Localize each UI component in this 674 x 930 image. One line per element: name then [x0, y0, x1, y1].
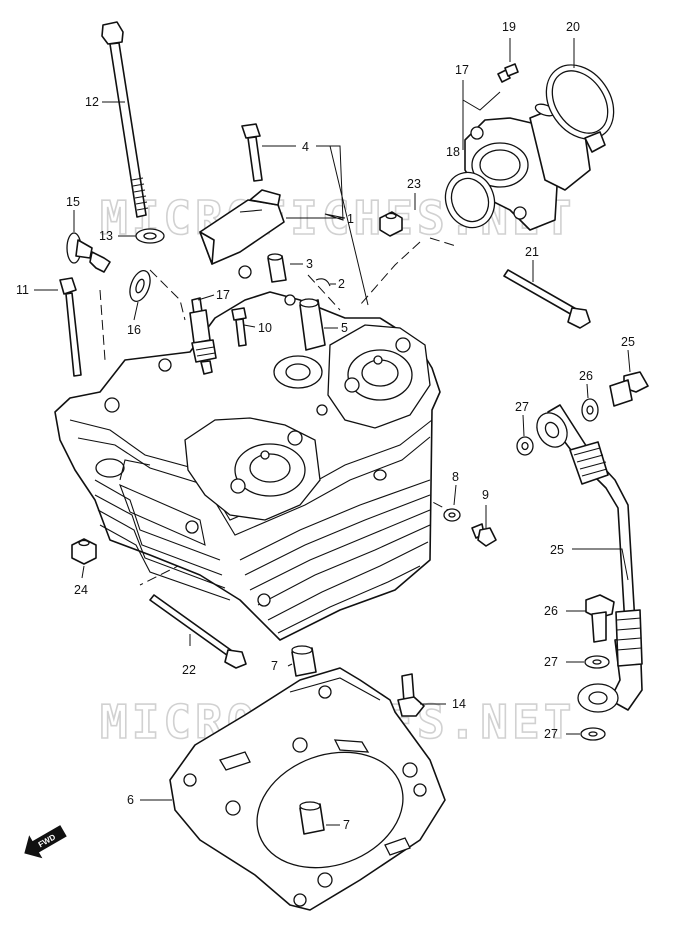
head-gasket-6	[169, 667, 446, 911]
bolt-11	[59, 277, 82, 377]
bolt-10	[231, 307, 247, 347]
fwd-arrow-icon: FWD	[24, 825, 67, 859]
washer-13	[135, 228, 165, 244]
callout-13: 13	[99, 229, 113, 243]
cam-cap-1	[199, 189, 285, 265]
callout-9-label: 9	[482, 488, 489, 502]
callout-23: 22	[182, 663, 196, 677]
callout-labels: 12 13 15 11 16 17 10 4 1 3 2 5 23 17 18 …	[16, 20, 635, 832]
callout-20: 19	[502, 20, 516, 34]
callout-16: 16	[127, 323, 141, 337]
stud-bolt-12	[101, 21, 149, 218]
callout-27-b: 27	[515, 400, 529, 414]
callout-21: 20	[566, 20, 580, 34]
bolt-23	[149, 594, 247, 669]
dowel-pin-3	[267, 253, 287, 283]
callout-6: 6	[127, 793, 134, 807]
callout-18: 17	[455, 63, 469, 77]
bolt-4	[241, 123, 263, 182]
washer-27-c	[584, 655, 610, 669]
callout-11: 11	[16, 283, 29, 297]
sleeve-5	[299, 298, 326, 351]
washer-27-d	[580, 727, 606, 741]
screw-20	[497, 63, 519, 83]
union-bolt-26-bottom	[585, 594, 615, 643]
callout-1: 1	[347, 212, 354, 226]
callout-17: 17	[216, 288, 230, 302]
bolt-9	[471, 523, 497, 547]
callout-12: 12	[85, 95, 99, 109]
plug-bolt-15	[66, 232, 111, 273]
callout-22: 21	[525, 245, 539, 259]
callout-2: 2	[338, 277, 345, 291]
oil-pipe-25	[536, 404, 643, 713]
callout-25-label: 25	[550, 543, 564, 557]
callout-14: 14	[452, 697, 466, 711]
washer-8	[443, 508, 461, 522]
clamp-21	[545, 64, 615, 153]
callout-8-label: 8	[452, 470, 459, 484]
callout-27-d: 27	[544, 727, 558, 741]
washer-27-b	[516, 436, 534, 456]
callout-5: 5	[341, 321, 348, 335]
callout-19: 18	[446, 145, 460, 159]
callout-26-bottom: 26	[544, 604, 558, 618]
callout-26-top: 25	[621, 335, 635, 349]
callout-24-top: 23	[407, 177, 421, 191]
intake-pipe-18	[464, 103, 591, 231]
callout-7-top: 7	[271, 659, 278, 673]
callout-7-bottom: 7	[343, 818, 350, 832]
nut-24-top	[379, 211, 403, 237]
bolt-14	[397, 673, 425, 717]
cylinder-head	[54, 265, 441, 641]
bolt-22	[503, 269, 591, 329]
callout-4: 4	[302, 140, 309, 154]
callout-10: 10	[258, 321, 272, 335]
callout-27-c: 27	[544, 655, 558, 669]
clip-2	[315, 278, 331, 287]
nut-24-bottom	[71, 538, 97, 565]
o-ring-19	[444, 171, 496, 229]
callout-27-a: 26	[579, 369, 593, 383]
washer-27-a	[581, 398, 599, 422]
union-bolt-26-top	[609, 371, 649, 407]
callout-24-bottom: 24	[74, 583, 88, 597]
callout-15: 15	[66, 195, 80, 209]
dowel-7-bottom	[299, 801, 325, 835]
spark-plug-17	[189, 297, 217, 375]
leader-lines	[34, 38, 631, 826]
callout-3: 3	[306, 257, 313, 271]
dowel-7-top	[291, 645, 317, 677]
washer-16	[129, 270, 151, 302]
